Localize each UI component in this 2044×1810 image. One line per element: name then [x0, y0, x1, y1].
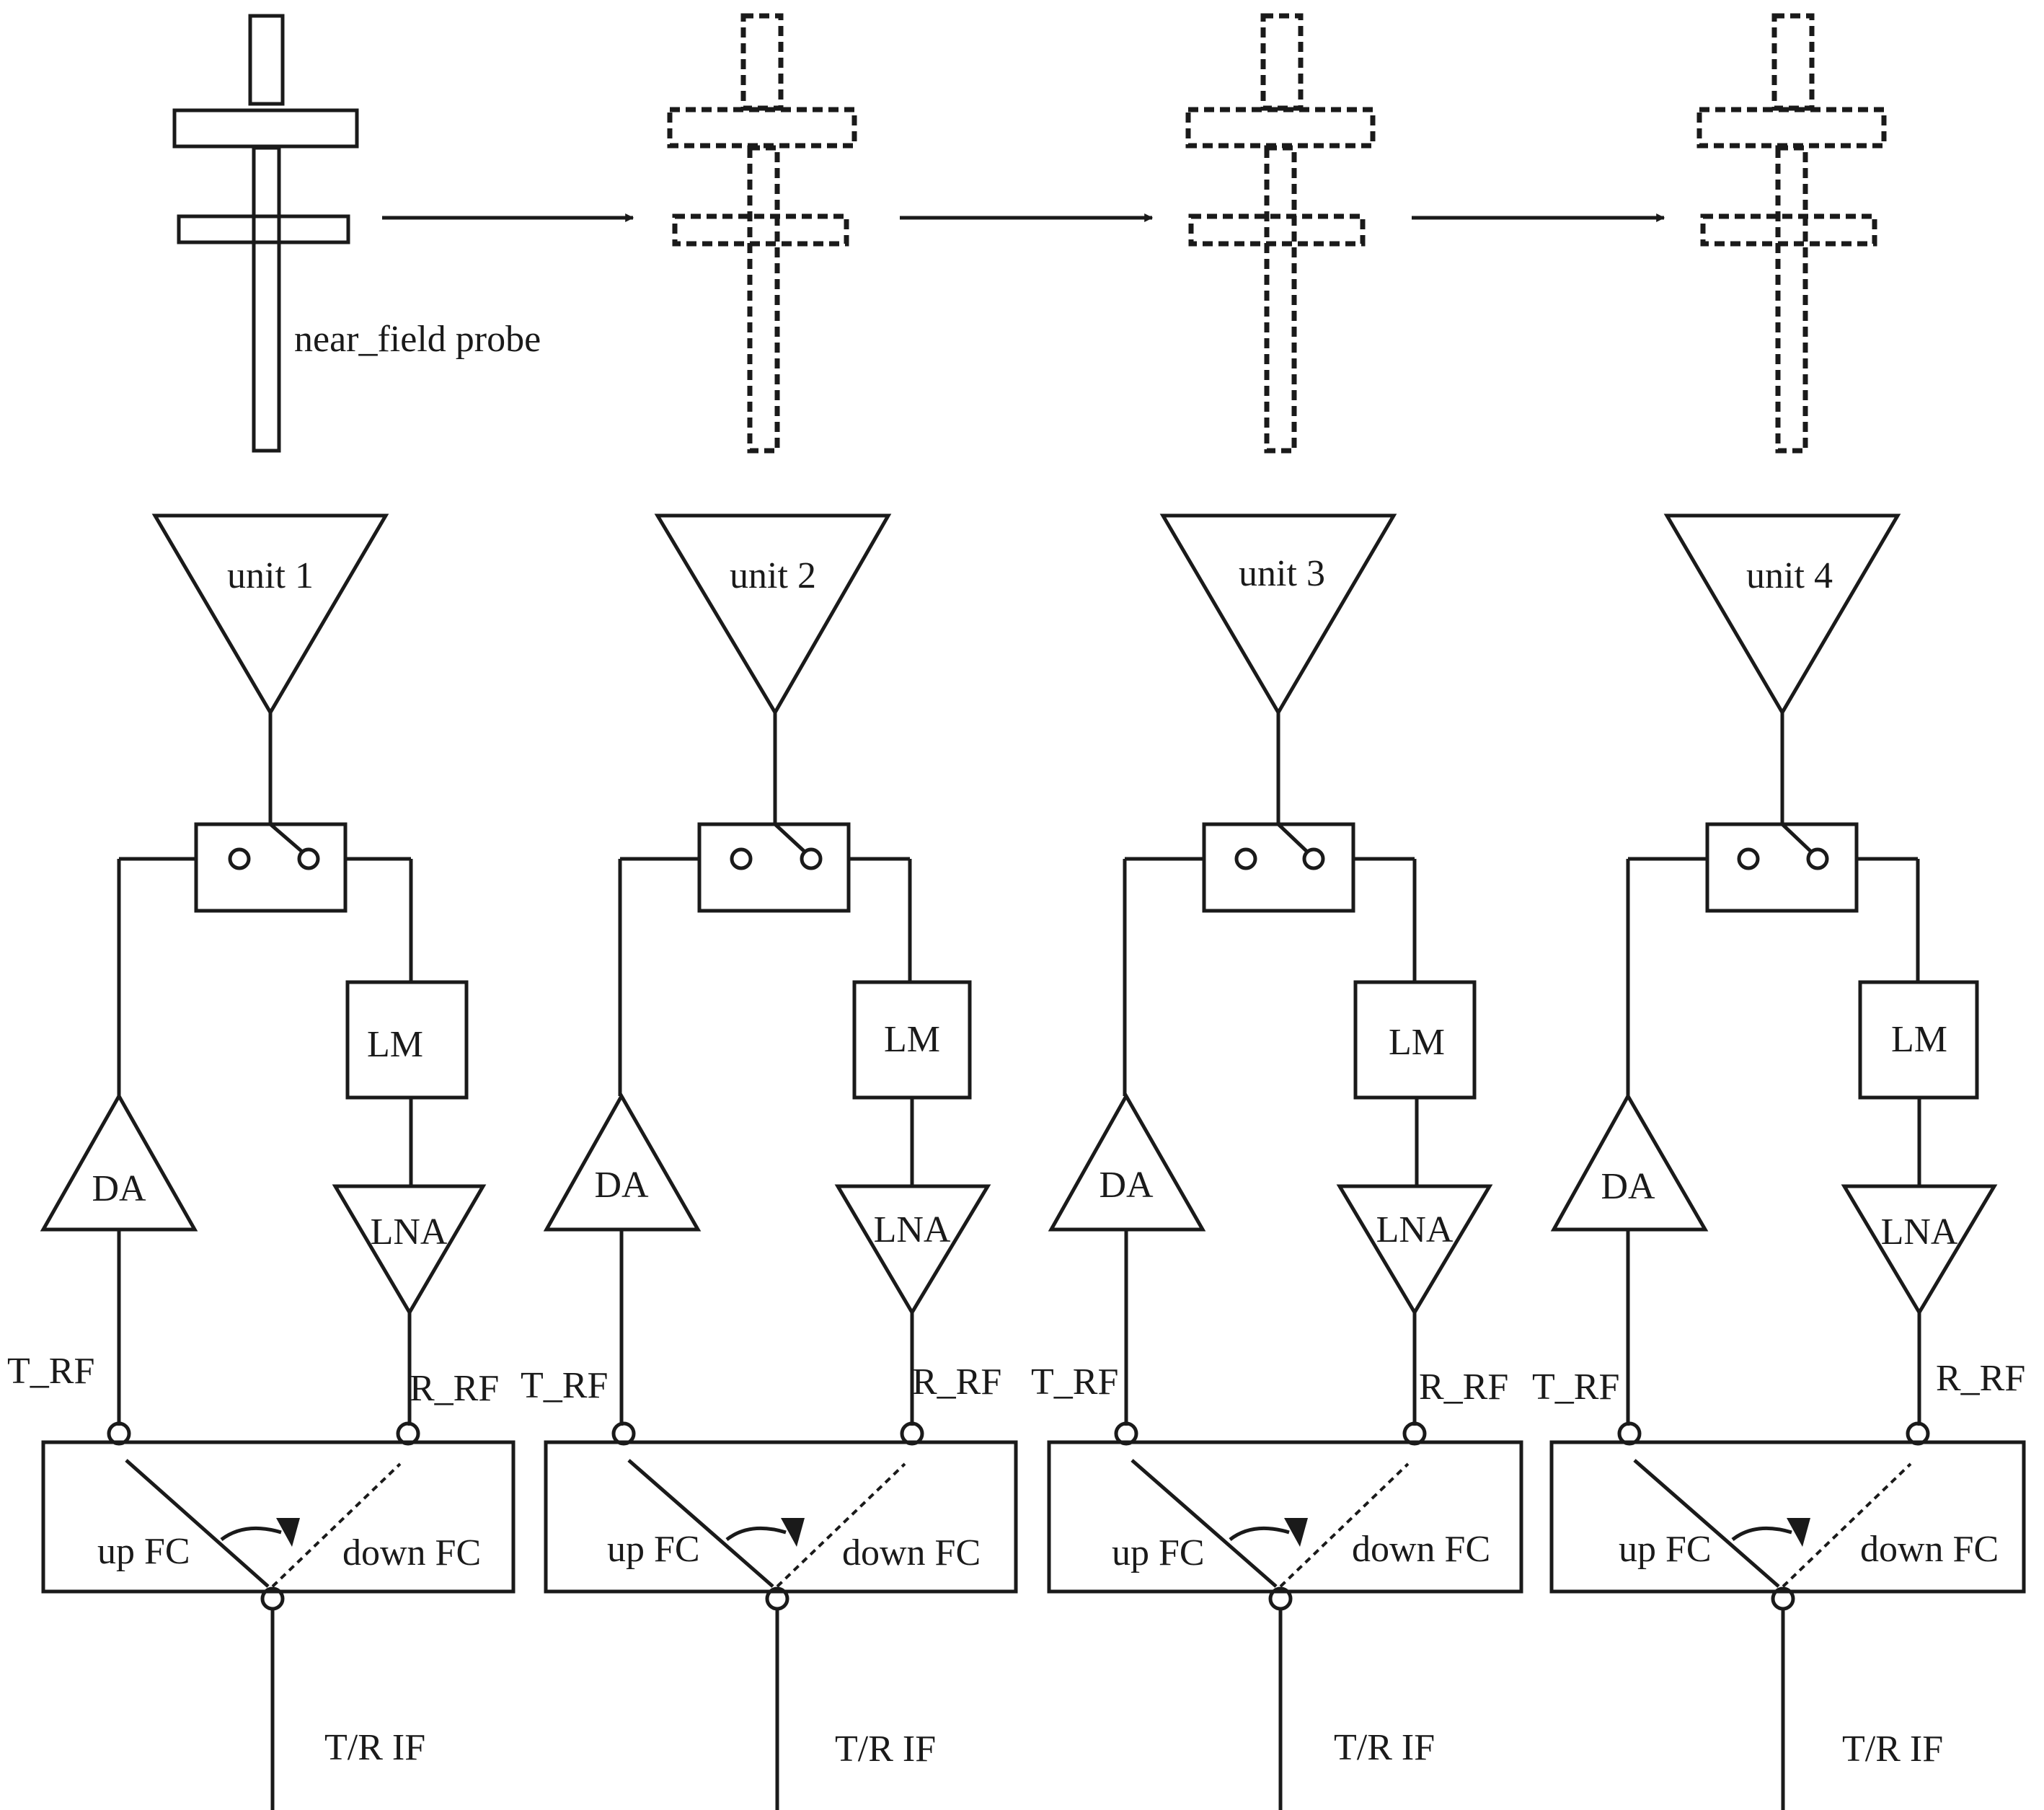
if-label: T/R IF	[1842, 1729, 1943, 1770]
lna-label: LNA	[1376, 1209, 1454, 1250]
switch-terminal-left	[1234, 847, 1257, 870]
rotation-arc	[1229, 1526, 1290, 1541]
probe-dashed-3	[1185, 13, 1376, 454]
unit-label: unit 1	[227, 555, 314, 596]
if-label: T/R IF	[324, 1727, 425, 1768]
up-fc-label: up FC	[97, 1531, 190, 1572]
lm-label: LM	[884, 1019, 940, 1060]
down-fc-label: down FC	[842, 1532, 981, 1573]
up-fc-label: up FC	[607, 1529, 700, 1570]
lna-triangle	[1336, 1184, 1493, 1316]
rotation-arc	[725, 1526, 787, 1541]
up-fc-arm	[1633, 1459, 1780, 1588]
rotation-arrowhead	[1787, 1518, 1810, 1547]
t-rf-label: T_RF	[1532, 1367, 1619, 1408]
r-rf-label: R_RF	[410, 1368, 499, 1409]
down-fc-label: down FC	[342, 1532, 481, 1573]
t-rf-label: T_RF	[1031, 1361, 1118, 1403]
down-fc-arm	[776, 1462, 906, 1588]
lna-label: LNA	[874, 1209, 951, 1250]
switch-arm	[774, 823, 806, 853]
unit-label: unit 3	[1239, 553, 1325, 594]
fc-switch-box	[544, 1440, 1018, 1594]
lna-triangle	[332, 1184, 487, 1316]
da-triangle	[1048, 1092, 1206, 1232]
up-fc-arm	[125, 1459, 270, 1588]
antenna-triangle	[1159, 513, 1397, 716]
rotation-arrowhead	[781, 1518, 805, 1547]
da-triangle	[1550, 1092, 1709, 1232]
tr-switch-box	[1705, 822, 1859, 913]
up-fc-label: up FC	[1112, 1532, 1205, 1573]
unit-label: unit 2	[730, 555, 816, 596]
unit-column-3: unit 3 LM DA LNA T_RF R_RF up FC down FC	[1031, 513, 1523, 1810]
lm-label: LM	[367, 1024, 423, 1065]
switch-arm	[1781, 823, 1813, 853]
switch-terminal-left	[228, 847, 251, 870]
down-fc-label: down FC	[1860, 1529, 1999, 1570]
rotation-arc	[220, 1526, 282, 1542]
da-triangle	[40, 1092, 198, 1232]
da-label: DA	[594, 1165, 649, 1206]
lna-label: LNA	[371, 1211, 448, 1253]
if-label: T/R IF	[835, 1729, 936, 1770]
rotation-arrowhead	[276, 1518, 300, 1547]
down-fc-arm	[1279, 1462, 1410, 1588]
tr-switch-box	[1202, 822, 1355, 913]
lm-box	[345, 980, 469, 1100]
unit-label: unit 4	[1746, 555, 1833, 596]
probe-dashed-4	[1696, 13, 1887, 454]
rotation-arc	[1731, 1526, 1792, 1541]
down-fc-label: down FC	[1352, 1529, 1490, 1570]
switch-arm	[1277, 823, 1309, 853]
unit-column-4: unit 4 LM DA LNA T_RF R_RF up FC down FC	[1532, 513, 2026, 1810]
t-rf-label: T_RF	[7, 1351, 94, 1392]
switch-terminal-right	[1302, 847, 1325, 870]
rotation-arrowhead	[1284, 1518, 1308, 1547]
switch-arm	[269, 823, 304, 853]
lm-label: LM	[1891, 1019, 1947, 1060]
tr-switch-box	[194, 822, 348, 913]
r-rf-label: R_RF	[1419, 1367, 1508, 1408]
up-fc-label: up FC	[1619, 1529, 1712, 1570]
da-triangle	[543, 1092, 702, 1232]
switch-terminal-right	[800, 847, 823, 870]
r-rf-label: R_RF	[1936, 1358, 2025, 1399]
switch-terminal-right	[297, 847, 320, 870]
switch-terminal-left	[1737, 847, 1760, 870]
if-label: T/R IF	[1334, 1727, 1435, 1768]
lna-label: LNA	[1881, 1211, 1958, 1253]
probe-solid	[172, 14, 359, 453]
t-rf-label: T_RF	[521, 1365, 608, 1406]
da-label: DA	[1099, 1165, 1154, 1206]
da-label: DA	[92, 1168, 146, 1209]
antenna-triangle	[654, 513, 892, 716]
antenna-triangle	[151, 513, 389, 716]
down-fc-arm	[271, 1462, 402, 1588]
switch-terminal-left	[730, 847, 753, 870]
probe-label: near_field probe	[294, 319, 541, 360]
up-fc-arm	[627, 1459, 774, 1588]
lna-triangle	[834, 1184, 991, 1316]
probe-row: near_field probe	[172, 13, 1887, 454]
up-fc-arm	[1131, 1459, 1278, 1588]
down-fc-arm	[1782, 1462, 1912, 1588]
switch-terminal-right	[1806, 847, 1829, 870]
antenna-triangle	[1663, 513, 1901, 716]
lna-triangle	[1841, 1184, 1998, 1316]
unit-column-2: unit 2 LM DA LNA T_RF R_RF up FC down FC	[521, 513, 1018, 1810]
da-label: DA	[1601, 1166, 1655, 1207]
lm-label: LM	[1389, 1022, 1445, 1063]
probe-dashed-2	[667, 13, 857, 454]
tr-switch-box	[697, 822, 851, 913]
r-rf-label: R_RF	[912, 1361, 1001, 1403]
unit-column-1: unit 1 LM DA LNA T_RF R_RF up FC down FC	[7, 513, 516, 1810]
